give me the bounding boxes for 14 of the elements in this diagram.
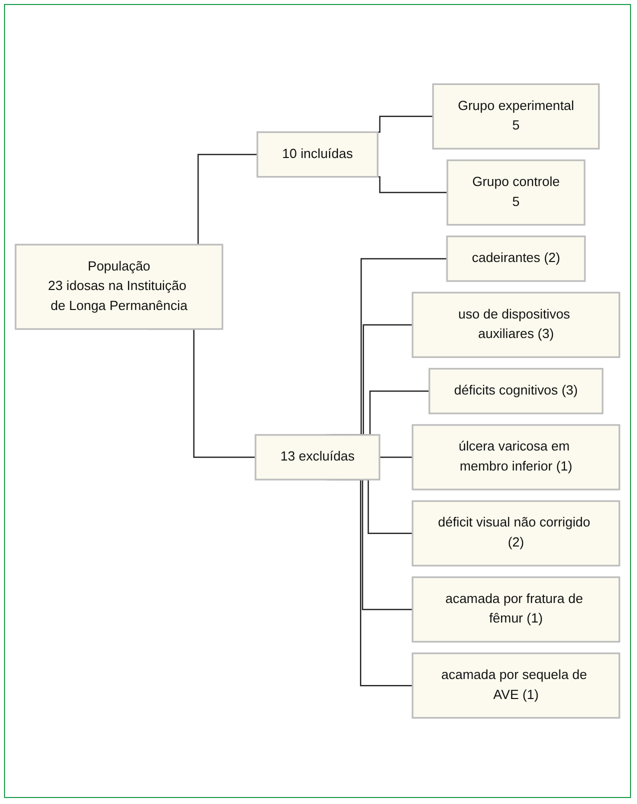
node-box xyxy=(446,236,586,282)
node-box xyxy=(412,576,620,643)
node-box xyxy=(256,131,378,178)
connector xyxy=(379,456,413,458)
node-box xyxy=(446,159,586,226)
figure-frame: População 23 idosas na Instituição de Longa Permanência 10 incluídas Grupo experimental 5 Grupo controle 5 13 excluídas cadeirantes (2) uso de dispositivos auxiliares (3) déficits cognitivos (3) úlcera varicosa em membro inferior (1) déficit visual não corrigido (2) acamada por fratura de fêmur (1) acamada por sequela de AVE (1) xyxy=(4,4,631,798)
node-box xyxy=(428,368,604,414)
node-box xyxy=(412,292,620,358)
node-box xyxy=(412,500,620,566)
node-box xyxy=(254,434,380,480)
node-box xyxy=(432,83,600,150)
node-box xyxy=(412,652,620,719)
node-box xyxy=(412,424,620,490)
node-box xyxy=(14,244,224,330)
